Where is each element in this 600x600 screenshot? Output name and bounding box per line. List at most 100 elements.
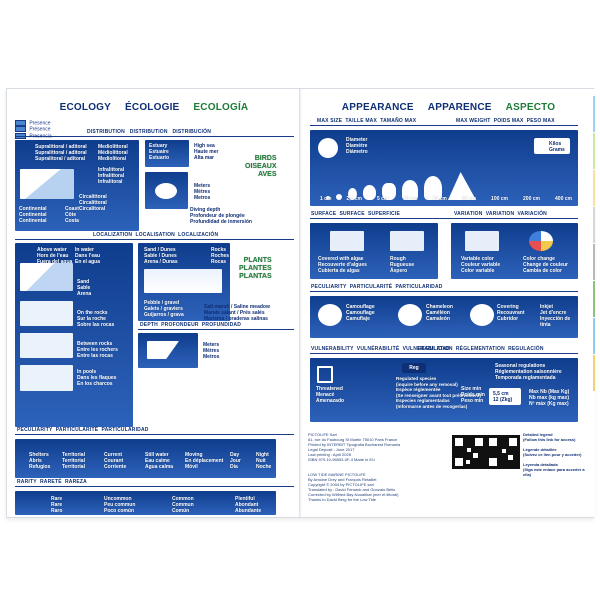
covering-icon — [470, 304, 494, 326]
zone-continental: Continental Continental Continental — [19, 206, 47, 224]
peculiarity-title: PECULIARITY PARTICULARITÉ PARTICULARIDAD — [17, 427, 149, 433]
tab-green-light[interactable] — [593, 133, 595, 169]
right-peculiarity-panel: Camouflage Camouflage Camuflaje Chameleo… — [310, 296, 578, 338]
depth-panel — [138, 333, 198, 368]
peculiar-shelters: Shelters Abris Refugios — [29, 452, 51, 470]
size-min-value: 5,5 cm 12 (Zkg) — [493, 391, 513, 403]
ecology-headings: ECOLOGY ÉCOLOGIE ECOLOGÍA — [7, 99, 301, 115]
size-min-box: 5,5 cm 12 (Zkg) — [489, 388, 521, 405]
regulated-species-text: Regulated species (inquire before any re… — [396, 376, 482, 409]
depth-shape — [147, 341, 179, 359]
vulnerability-section: VULNERABILITY VULNÉRABILITÉ VULNERABILID… — [310, 346, 578, 354]
between-rocks-shape — [20, 333, 73, 358]
presence-es: Presencia — [29, 132, 52, 139]
qr-code-icon[interactable] — [486, 435, 520, 469]
right-peculiarity-section: PECULIARITY PARTICULARITÉ PARTICULARIDAD — [310, 284, 578, 292]
rock-shape — [20, 301, 73, 326]
zone-estuary: Estuary Estuaire Estuario — [149, 143, 170, 161]
rarity-title: RARITY RARETÉ RAREZA — [17, 479, 87, 485]
surface-panel: Covered with algae Recouverte d’algues C… — [310, 223, 438, 279]
heading-aspecto: ASPECTO — [505, 101, 556, 113]
appearance-page: APPEARANCE APPARENCE ASPECTO MAX SIZE TA… — [302, 89, 595, 517]
reg-tag: Reg — [402, 363, 426, 373]
open-book: ECOLOGY ÉCOLOGIE ECOLOGÍA Presence Prése… — [6, 88, 595, 518]
peculiar-chameleon: Chameleon Caméléon Camaleón — [426, 304, 453, 322]
rarity-panel: Rare Rare Raro Uncommon Peu commun Poco … — [15, 491, 276, 515]
detailed-legend-link[interactable]: Detailed legend (Follow this link for ac… — [523, 432, 585, 477]
distribution-title: DISTRIBUTION DISTRIBUTION DISTRIBUCIÓN — [87, 129, 212, 135]
tab-gray-mid[interactable] — [593, 244, 595, 280]
weight-box: Kilos Grams — [534, 138, 570, 154]
size-fin-icon — [382, 183, 396, 200]
peculiar-territorial: Territorial Territorial Territorial — [62, 452, 85, 470]
plant-salt-marsh: Salt marsh / Saline meadow Marais salant… — [204, 304, 270, 322]
presence-fr: Présence — [29, 126, 51, 133]
zone-circalittoral: Circalittoral Circalittoral Circalitoral — [79, 194, 107, 212]
size-child-icon — [402, 180, 418, 200]
variation-variable: Variable color Couleur variable Color va… — [461, 256, 501, 274]
surface-title: SURFACE SURFACE SUPERFICIE — [311, 211, 400, 217]
habitat-on-rocks: On the rocks Sur la roche Sobre las roca… — [77, 310, 115, 328]
peculiar-night: Night Nuit Noche — [256, 452, 272, 470]
rarity-plentiful: Plentiful Abondant Abundante — [235, 496, 262, 514]
estuary-panel: Estuary Estuaire Estuario — [145, 140, 189, 167]
section-tabs — [593, 96, 595, 391]
surface-section: SURFACE SURFACE SUPERFICIE VARIATION VAR… — [310, 211, 578, 219]
appearance-headings: APPEARANCE APPARENCE ASPECTO — [302, 99, 595, 115]
distribution-section: DISTRIBUTION DISTRIBUTION DISTRIBUCIÓN — [15, 129, 294, 137]
tab-yellow[interactable] — [593, 355, 595, 391]
plant-habitat-panel: Sand / Dunes Sable / Dunes Arena / Dunas… — [138, 243, 230, 321]
tab-blue-light[interactable] — [593, 96, 595, 132]
depth-title: DEPTH PROFONDEUR PROFUNDIDAD — [140, 322, 242, 328]
tab-yellow-light[interactable] — [593, 170, 595, 206]
rarity-section: RARITY RARETÉ RAREZA — [15, 479, 294, 487]
variation-title: VARIATION VARIATION VARIACIÓN — [454, 211, 547, 217]
peculiar-covering: Covering Recouvrant Cubridor — [497, 304, 525, 322]
credits-info: LOW TIDE MARINE PICTOLIFE By Antoine Dre… — [308, 472, 399, 502]
size-person-icon — [424, 176, 442, 200]
zone-infralittoral: Infralittoral Infralittoral Infralitoral — [98, 167, 125, 185]
peculiar-moving: Moving En déplacement Móvil — [185, 452, 224, 470]
tab-blue[interactable] — [593, 318, 595, 354]
localization-section: LOCALIZATION LOCALISATION LOCALIZACIÓN — [15, 232, 294, 240]
rough-surface-icon — [390, 231, 424, 251]
size-panel: Diameter Diamètre Diámetro Kilos Grams 1… — [310, 130, 578, 206]
coast-shape — [20, 169, 74, 199]
qr-code-icon[interactable] — [452, 435, 486, 469]
right-peculiarity-title: PECULIARITY PARTICULARITÉ PARTICULARIDAD — [311, 284, 443, 290]
max-weight-title: MAX WEIGHT POIDS MAX PESO MAX — [456, 118, 555, 124]
rarity-rare: Rare Rare Raro — [51, 496, 63, 514]
habitat-above-water: Above water Hors de l’eau Fuera del agua — [37, 247, 73, 265]
size-section: MAX SIZE TAILLE MAX TAMAÑO MAX MAX WEIGH… — [310, 118, 578, 126]
camouflage-icon — [318, 304, 342, 326]
zone-mediolittoral: Mediolittoral Médiolittoral Mediolitoral — [98, 144, 128, 162]
peculiar-current: Current Courant Corriente — [104, 452, 127, 470]
heading-ecology: ECOLOGY — [59, 101, 112, 113]
diameter-icon — [318, 138, 338, 158]
heading-ecologia: ECOLOGÍA — [193, 101, 249, 113]
size-shell-icon — [336, 194, 342, 200]
plant-rocks: Rocks Roches Rocas — [211, 247, 230, 265]
regulation-title: REGULATION RÉGLEMENTATION REGULACIÓN — [418, 346, 544, 352]
max-number-label: Max Nb (Max Kg) Nb max (kg max) Nº máx (… — [529, 389, 570, 407]
heading-ecologie: ÉCOLOGIE — [125, 101, 180, 113]
seasonal-regulations: Seasonal regulations Réglementation sais… — [495, 363, 562, 381]
tab-gray-light[interactable] — [593, 207, 595, 243]
size-dot-icon — [326, 196, 330, 200]
presence-swatch — [15, 126, 26, 133]
kilos-label: Kilos Grams — [549, 141, 565, 153]
zone-coast: Coast Côte Costa — [65, 206, 79, 224]
book-spine — [299, 89, 304, 517]
rarity-common: Common Commun Común — [172, 496, 194, 514]
tab-green[interactable] — [593, 281, 595, 317]
beach-shape — [20, 263, 73, 291]
color-change-icon — [529, 231, 553, 251]
presence-en: Presence — [29, 120, 51, 127]
pool-shape — [20, 365, 73, 391]
threatened-icon — [317, 366, 333, 383]
peculiar-inkjet: Inkjet Jet d’encre Inyección de tinta — [540, 304, 571, 328]
variation-panel: Variable color Couleur variable Color va… — [451, 223, 578, 279]
